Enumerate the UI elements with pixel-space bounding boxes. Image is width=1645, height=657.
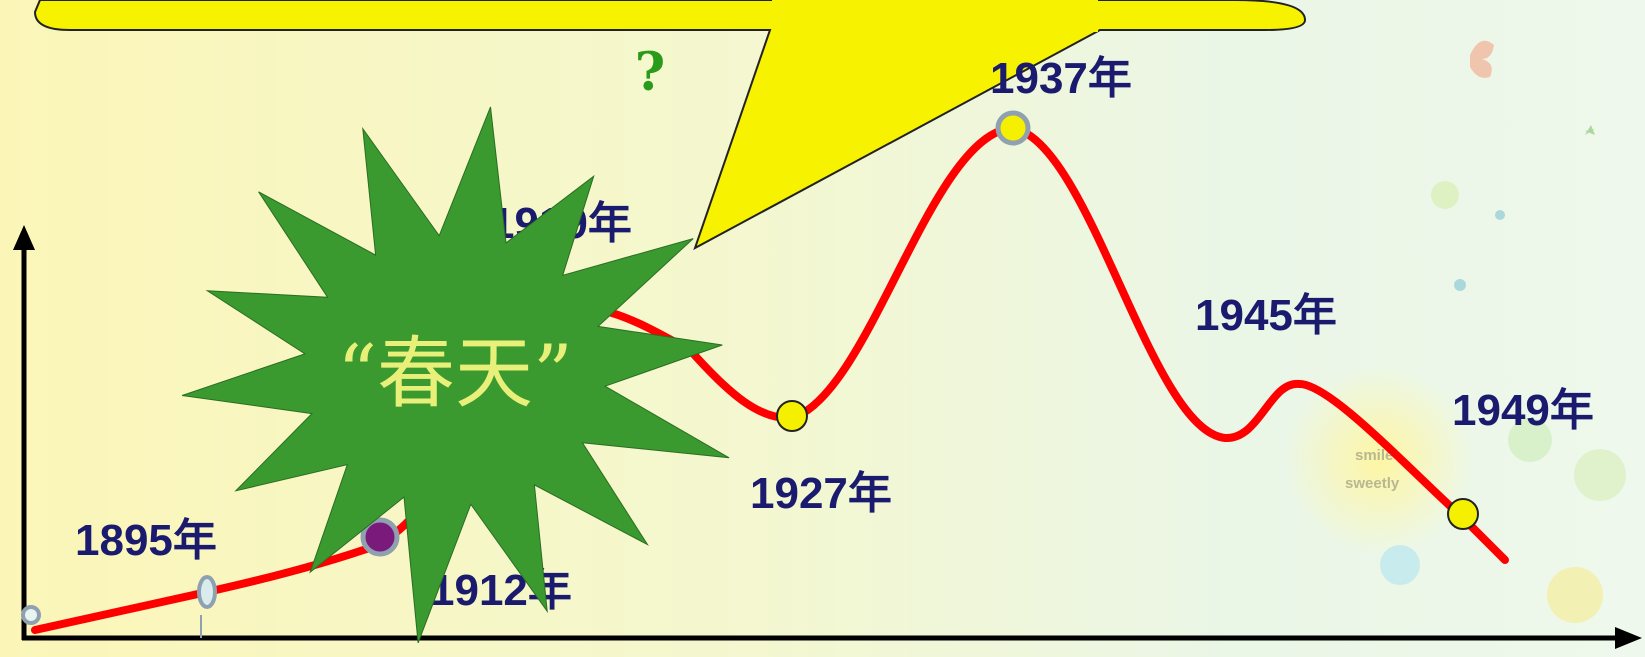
- label-1895: 1895年: [75, 516, 217, 565]
- point-1927: [776, 400, 808, 432]
- leaf-icon: [1585, 125, 1595, 135]
- spring-starburst: “春天”: [181, 106, 730, 644]
- decor-text: sweetly: [1345, 475, 1400, 492]
- label-1945: 1945年: [1195, 291, 1337, 340]
- butterfly-icon: [1470, 40, 1494, 78]
- decor-dot: [1454, 279, 1466, 291]
- label-1927: 1927年: [750, 469, 892, 518]
- decor-dot: [1380, 545, 1420, 585]
- question-mark: ?: [635, 42, 665, 103]
- label-1912: 1912年: [430, 566, 572, 615]
- callout-shape: [33, 0, 1307, 251]
- background-decor: smile sweetly: [1285, 40, 1626, 623]
- speech-callout: ?: [33, 0, 1307, 251]
- decor-dot: [1547, 567, 1603, 623]
- decor-dot: [1431, 181, 1459, 209]
- timeline-points: [21, 110, 1479, 625]
- glow-circle: [1285, 365, 1475, 555]
- x-axis-arrow: [1615, 627, 1642, 649]
- label-1937: 1937年: [990, 54, 1132, 103]
- starburst-label: “春天”: [337, 329, 573, 419]
- y-axis-arrow: [13, 225, 35, 250]
- callout-fill: [772, 0, 1098, 32]
- decor-text: smile: [1355, 447, 1393, 464]
- point-1937: [995, 110, 1031, 146]
- point-1895: [197, 575, 217, 609]
- decor-dot: [1508, 418, 1552, 462]
- starburst-shape: [181, 106, 730, 644]
- start-point: [21, 605, 41, 625]
- point-1949: [1447, 498, 1479, 530]
- axes: [13, 225, 1642, 649]
- point-1912: [360, 517, 400, 557]
- decor-dot: [1495, 210, 1505, 220]
- label-1949: 1949年: [1452, 386, 1594, 435]
- decor-dot: [1574, 449, 1626, 501]
